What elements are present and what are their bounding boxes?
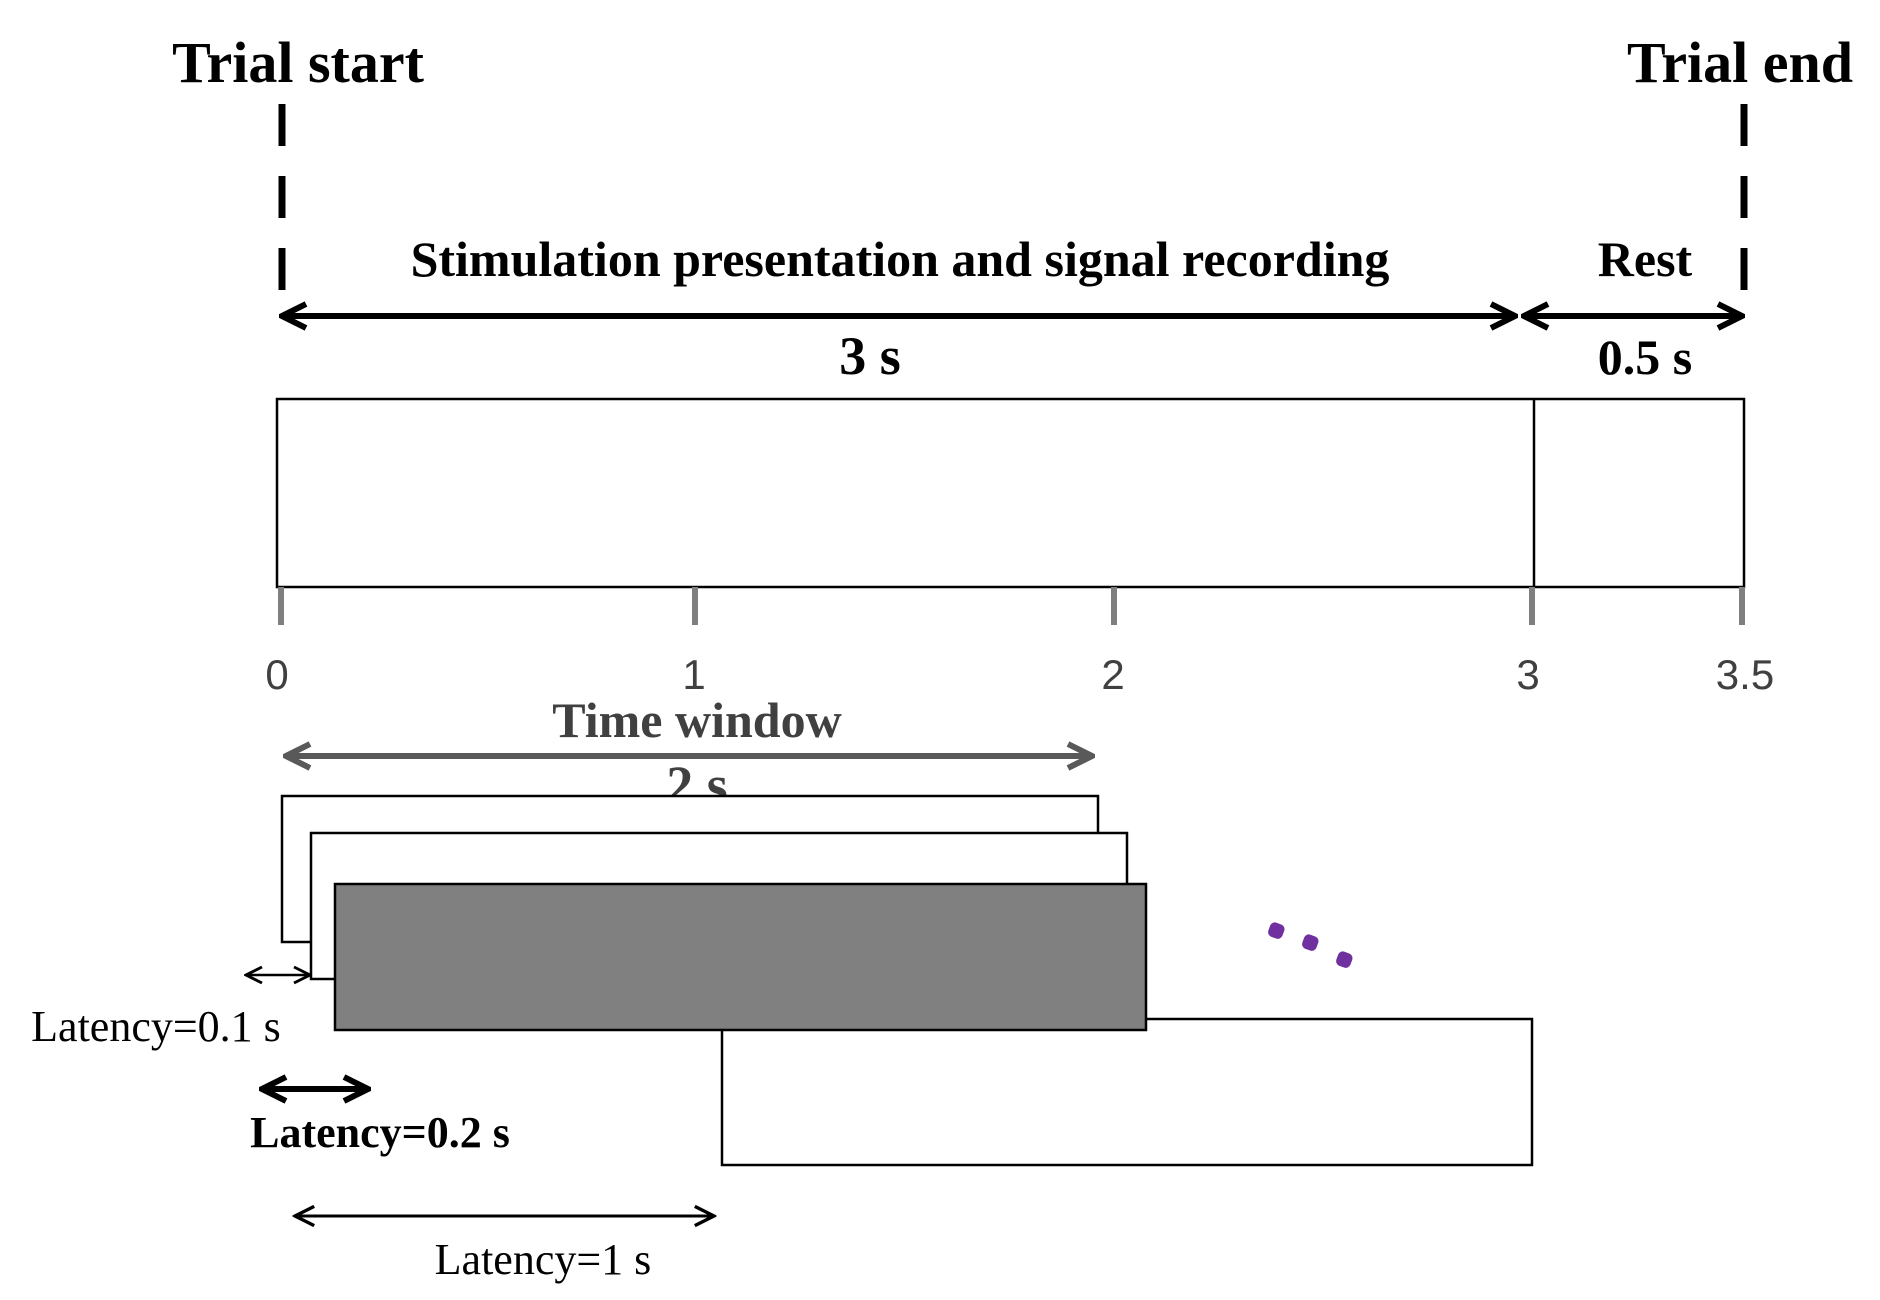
latency-0-2-label: Latency=0.2 s bbox=[250, 1108, 510, 1157]
stimulation-label: Stimulation presentation and signal reco… bbox=[411, 231, 1390, 287]
time-window-label: Time window bbox=[552, 692, 841, 748]
window-box-latency-1 bbox=[720, 1017, 1534, 1167]
trial-end-label: Trial end bbox=[1627, 30, 1853, 95]
ellipsis-dot bbox=[1302, 934, 1319, 951]
latency-1-label: Latency=1 s bbox=[435, 1235, 652, 1284]
tick-label-1: 1 bbox=[682, 651, 705, 698]
rest-duration-label: 0.5 s bbox=[1598, 329, 1692, 385]
ellipsis-dot bbox=[1336, 951, 1353, 968]
tick-label-3: 3 bbox=[1516, 651, 1539, 698]
trial-bar bbox=[275, 397, 1746, 589]
latency-0-1-label: Latency=0.1 s bbox=[31, 1002, 281, 1051]
stimulation-duration-label: 3 s bbox=[839, 326, 901, 386]
ellipsis-dots bbox=[1268, 922, 1353, 968]
time-axis-ticks bbox=[278, 587, 1745, 625]
tick-label-3-5: 3.5 bbox=[1716, 651, 1774, 698]
ellipsis-dot bbox=[1268, 922, 1285, 939]
tick-label-2: 2 bbox=[1101, 651, 1124, 698]
trial-start-label: Trial start bbox=[172, 30, 424, 95]
rest-label: Rest bbox=[1598, 231, 1693, 287]
window-box-latency-0-2 bbox=[333, 882, 1148, 1032]
tick-label-0: 0 bbox=[265, 651, 288, 698]
